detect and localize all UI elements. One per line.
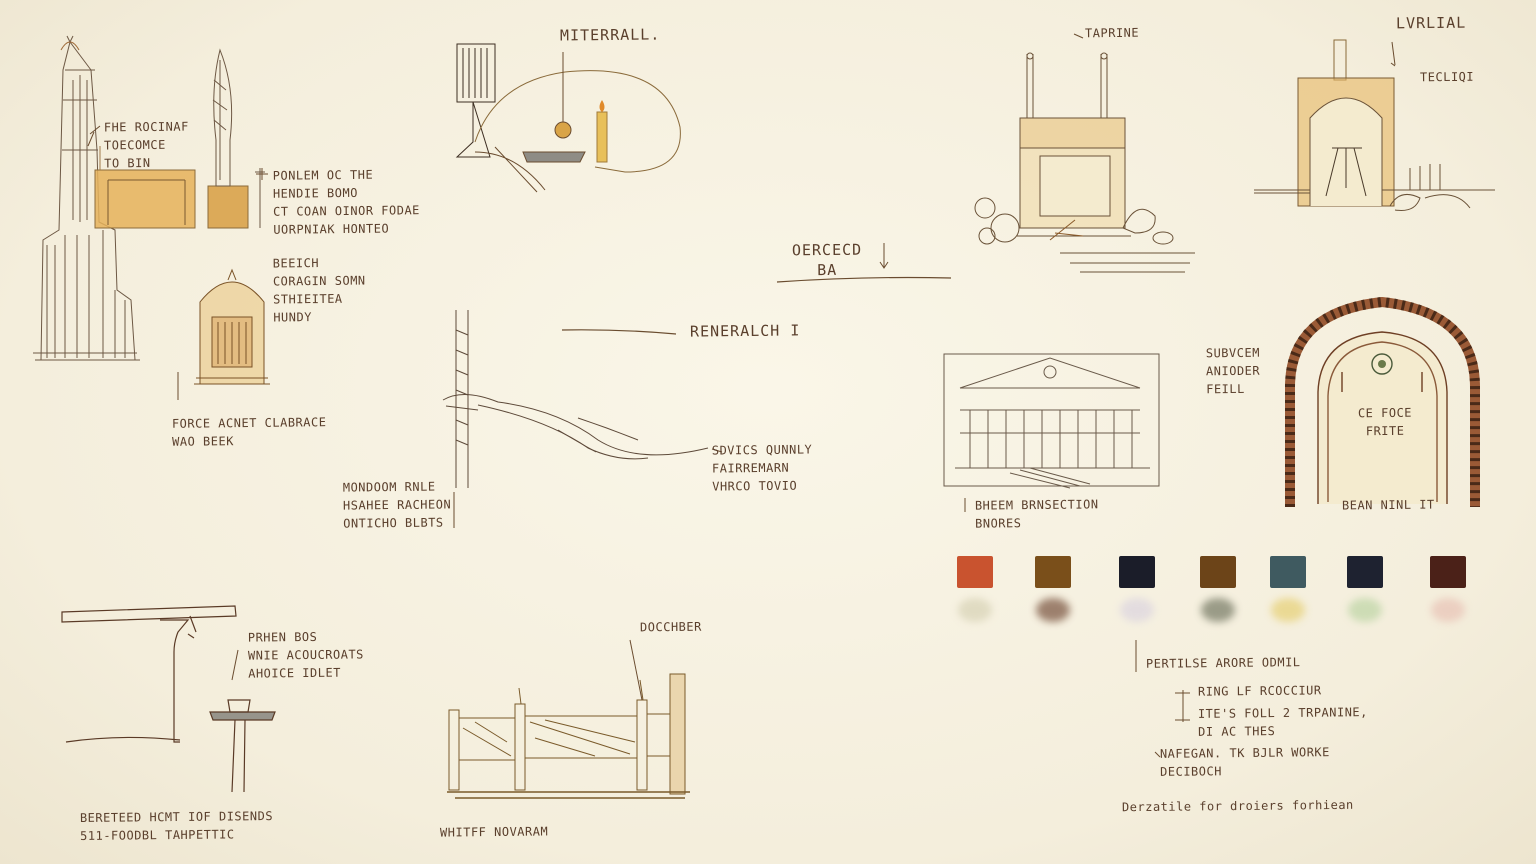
lvrlial-label: Lvrlial [1395, 13, 1467, 33]
whitff-caption: Whitff Novaram [439, 824, 549, 840]
color-smudge-textured-sienna [1201, 598, 1235, 622]
docchber-fence-sketch [447, 673, 690, 799]
color-smudge-burnt-orange [958, 598, 992, 622]
pertilse-note: Pertilse Arore Odmil [1145, 655, 1301, 671]
list-item-2: Ite's Foll 2 Trpanine, Di Ac Thes [1197, 705, 1368, 739]
reneralch-pointer [561, 329, 677, 335]
beeich-note: Beeich Coragin Somn Sthieitea Hundy [272, 256, 366, 325]
horizon-line [776, 276, 952, 283]
ornate-arch-sketch [1285, 296, 1480, 507]
sdvics-note: Sdvics Qunnly Fairremarn Vhrco Tovio [711, 442, 813, 494]
bean-caption: Bean Ninl It [1341, 497, 1435, 513]
color-swatch-oxblood [1430, 556, 1466, 588]
tecliqi-label: Tecliqi [1419, 69, 1475, 85]
color-swatch-slate-teal [1270, 556, 1306, 588]
pollen-note: Ponlem Oc The Hendie Bomo Ct Coan Oinor … [272, 167, 420, 237]
oercecd-label: Oercecd BA [791, 240, 863, 280]
color-swatch-textured-sienna [1200, 556, 1236, 588]
color-smudge-ink-black [1120, 598, 1154, 622]
prhen-post-sketch [61, 605, 276, 793]
altar-caption: Force Acnet Clabrace Wao Beek [171, 415, 327, 449]
cefoce-label: Ce Foce Frite [1357, 405, 1413, 439]
color-swatch-burnt-orange [957, 556, 993, 588]
reneralch-label: Reneralch I [689, 321, 801, 341]
taprine-hearth-sketch [974, 52, 1195, 273]
color-smudge-oxblood [1431, 598, 1465, 622]
taprine-label: Taprine [1084, 25, 1140, 41]
subvcem-note: Subvcem Anioder Feill [1205, 345, 1261, 397]
color-swatch-raw-umber [1035, 556, 1071, 588]
docchber-label: Docchber [639, 619, 702, 635]
color-smudge-raw-umber [1036, 598, 1070, 622]
color-swatch-midnight [1347, 556, 1383, 588]
wall-and-feather-sketch [94, 48, 265, 229]
miterral-label: Miterrall. [559, 25, 661, 45]
color-smudge-slate-teal [1271, 598, 1305, 622]
bereteed-caption: Bereteed Hcmt Iof Disends 511-Foodbl Tah… [79, 808, 274, 844]
mondoom-note: Mondoom Rnle Hsahee Racheon Onticho Blbt… [342, 479, 452, 531]
color-smudge-midnight [1348, 598, 1382, 622]
lvrlial-niche-sketch [1254, 39, 1495, 211]
tower-note: Fhe Rocinaf Toecomce To Bin [103, 119, 189, 171]
miterral-lamp-sketch [455, 43, 681, 193]
bheem-manor-sketch [943, 353, 1160, 489]
prhen-note: Prhen Bos Wnie Acoucroats Ahoice Idlet [247, 629, 364, 681]
list-item-3: Nafegan. Tk Bjlr Worke Deciboch [1159, 745, 1330, 779]
color-swatch-ink-black [1119, 556, 1155, 588]
mast-and-arch-sketch [442, 310, 709, 488]
list-item-1: Ring Lf Rcocciur [1197, 683, 1322, 699]
spire-tower-sketch [33, 35, 140, 361]
arrow-down-icon [879, 243, 889, 269]
footer-note: Derzatile for droiers forhiean [1121, 797, 1354, 815]
bheem-caption: Bheem Brnsection Bnores [974, 497, 1099, 531]
gilded-altar-sketch [194, 268, 270, 385]
